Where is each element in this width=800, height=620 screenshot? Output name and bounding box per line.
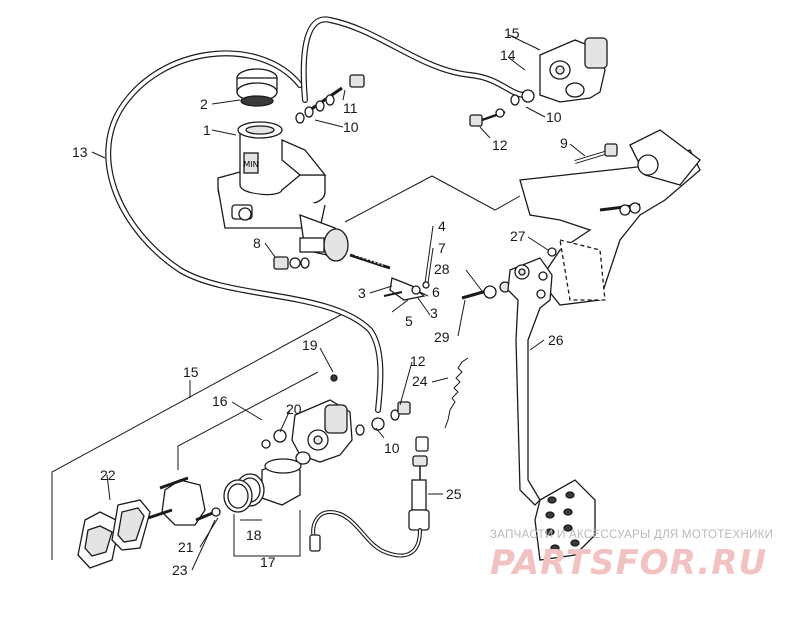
callout-10-lower: 10 xyxy=(384,440,400,456)
clevis-assembly xyxy=(383,277,430,301)
callout-15-lower: 15 xyxy=(183,364,199,380)
watermark-site: PARTSFOR.RU xyxy=(490,543,767,583)
brake-hose-13 xyxy=(105,50,384,413)
pedal-pad-holes xyxy=(545,491,580,552)
callout-14: 14 xyxy=(500,47,516,63)
banjo-lower-10 xyxy=(355,401,411,436)
brake-hose-14 xyxy=(300,16,528,103)
callout-24: 24 xyxy=(412,373,428,389)
callout-23: 23 xyxy=(172,562,188,578)
callout-8: 8 xyxy=(253,235,261,251)
callout-12-upper: 12 xyxy=(492,137,508,153)
spring-27 xyxy=(547,247,557,257)
brake-pads-22 xyxy=(77,499,151,569)
pin-23 xyxy=(195,507,221,522)
callout-10-right: 10 xyxy=(546,109,562,125)
callout-28: 28 xyxy=(434,261,450,277)
callout-10-upper: 10 xyxy=(343,119,359,135)
callout-19: 19 xyxy=(302,337,318,353)
svg-text:MIN: MIN xyxy=(243,160,258,169)
callout-9: 9 xyxy=(560,135,568,151)
callout-25: 25 xyxy=(446,486,462,502)
bolt-8 xyxy=(273,256,310,270)
banjo-bolt-11 xyxy=(295,74,365,124)
piston-17 xyxy=(261,458,302,506)
callout-21: 21 xyxy=(178,539,194,555)
callout-27: 27 xyxy=(510,228,526,244)
callout-4: 4 xyxy=(438,218,446,234)
brake-caliper-16 xyxy=(291,399,353,465)
callout-2: 2 xyxy=(200,96,208,112)
bleeder-19 xyxy=(330,374,338,382)
callout-5: 5 xyxy=(405,313,413,329)
bolt-9 xyxy=(574,143,618,164)
callout-22: 22 xyxy=(100,467,116,483)
callout-20: 20 xyxy=(286,401,302,417)
brake-pedal-26 xyxy=(507,257,596,561)
return-spring-24 xyxy=(444,357,469,429)
switch-wiring xyxy=(309,509,422,558)
pedal-bracket-frame xyxy=(344,129,701,306)
callout-29: 29 xyxy=(434,329,450,345)
callout-26: 26 xyxy=(548,332,564,348)
callout-labels: 1 2 3 3 4 5 6 7 8 9 10 10 10 11 12 12 13… xyxy=(72,25,568,578)
bracket-lines-17-18 xyxy=(233,510,301,557)
callout-18: 18 xyxy=(246,527,262,543)
callout-15-upper: 15 xyxy=(504,25,520,41)
callout-6: 6 xyxy=(432,284,440,300)
brake-caliper-15-upper xyxy=(510,37,608,106)
watermark-caption: ЗАПЧАСТИ И АКСЕССУАРЫ ДЛЯ МОТОТЕХНИКИ xyxy=(490,529,773,541)
master-cylinder-reservoir-1: MIN xyxy=(217,121,349,262)
brake-switch-25 xyxy=(408,436,430,531)
callout-11: 11 xyxy=(343,100,358,116)
callout-16: 16 xyxy=(212,393,228,409)
group-bracket-15 xyxy=(51,311,347,560)
reservoir-cap-2 xyxy=(236,68,278,107)
watermark: ЗАПЧАСТИ И АКСЕССУАРЫ ДЛЯ МОТОТЕХНИКИ PA… xyxy=(490,529,773,583)
caliper-bracket-21 xyxy=(147,476,206,526)
callout-12-lower: 12 xyxy=(410,353,426,369)
pin-28 xyxy=(461,281,511,300)
callout-7: 7 xyxy=(438,240,446,256)
leader-lines xyxy=(91,34,586,571)
pushrod-3 xyxy=(349,253,391,270)
callout-17: 17 xyxy=(260,554,276,570)
bolt-20 xyxy=(261,429,287,449)
bolt-12-upper xyxy=(469,108,506,127)
callout-1: 1 xyxy=(203,122,211,138)
callout-3-upper: 3 xyxy=(358,285,366,301)
callout-13: 13 xyxy=(72,144,88,160)
callout-3-lower: 3 xyxy=(430,305,438,321)
group-bracket-16 xyxy=(177,371,319,470)
seal-18 xyxy=(223,473,265,513)
